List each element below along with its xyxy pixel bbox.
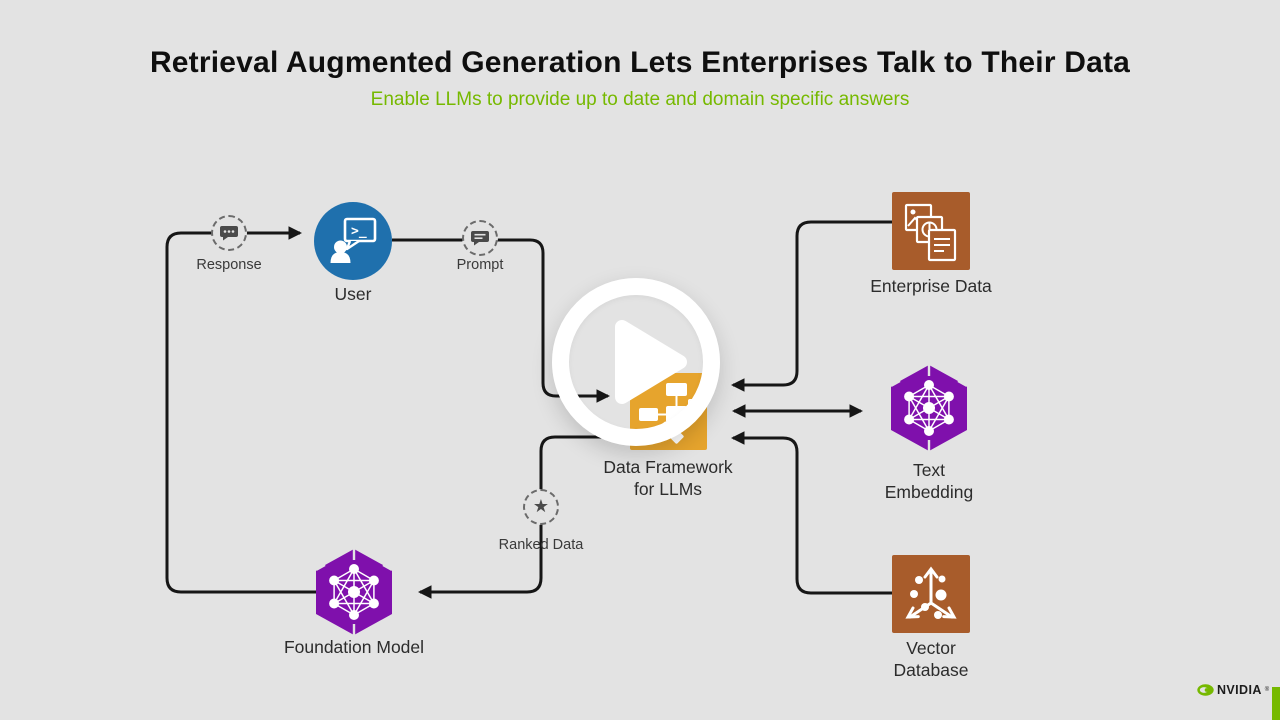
user-terminal-chat-icon: >_	[330, 217, 377, 263]
edge-enterprise-to-framework	[730, 220, 896, 392]
documents-stack-icon	[904, 203, 957, 262]
nvidia-eye-icon	[1197, 684, 1214, 696]
ranked-data-badge: ★	[523, 489, 559, 525]
enterprise-data-label: Enterprise Data	[870, 276, 992, 296]
text-embedding-node	[889, 364, 969, 452]
vector-database-node	[892, 555, 970, 633]
neural-network-hexagon-icon	[890, 365, 968, 451]
page-subtitle: Enable LLMs to provide up to date and do…	[370, 89, 910, 110]
vector-database-label: Vector Database	[893, 638, 969, 680]
vector-space-axes-icon	[905, 566, 957, 619]
enterprise-data-node	[892, 192, 970, 270]
star-icon: ★	[532, 496, 550, 516]
text-embedding-label: Text Embedding	[884, 460, 974, 502]
registered-mark: ®	[1264, 687, 1270, 693]
response-badge	[211, 215, 247, 251]
foundation-model-label: Foundation Model	[283, 637, 425, 657]
play-icon	[615, 320, 687, 404]
edge-user-to-framework	[392, 238, 611, 403]
header: Retrieval Augmented Generation Lets Ente…	[0, 0, 1280, 111]
user-node: >_	[314, 202, 392, 280]
play-button[interactable]	[552, 278, 720, 446]
edge-foundation-to-user	[165, 226, 340, 594]
nvidia-logo: NVIDIA ®	[1197, 683, 1269, 697]
neural-network-hexagon-icon	[315, 549, 393, 635]
ranked-data-label: Ranked Data	[498, 537, 584, 553]
nvidia-wordmark: NVIDIA	[1217, 683, 1262, 697]
data-framework-label: Data Framework for LLMs	[603, 457, 733, 499]
prompt-badge	[462, 220, 498, 256]
chat-dots-icon	[220, 226, 238, 241]
response-label: Response	[196, 257, 262, 273]
prompt-label: Prompt	[456, 257, 504, 273]
foundation-model-node	[314, 548, 394, 636]
page-title: Retrieval Augmented Generation Lets Ente…	[149, 46, 1131, 79]
svg-text:>_: >_	[351, 224, 367, 239]
user-label: User	[334, 284, 372, 304]
edge-vectordb-to-framework	[730, 431, 896, 595]
green-accent-bar	[1272, 687, 1280, 720]
chat-lines-icon	[471, 231, 489, 246]
